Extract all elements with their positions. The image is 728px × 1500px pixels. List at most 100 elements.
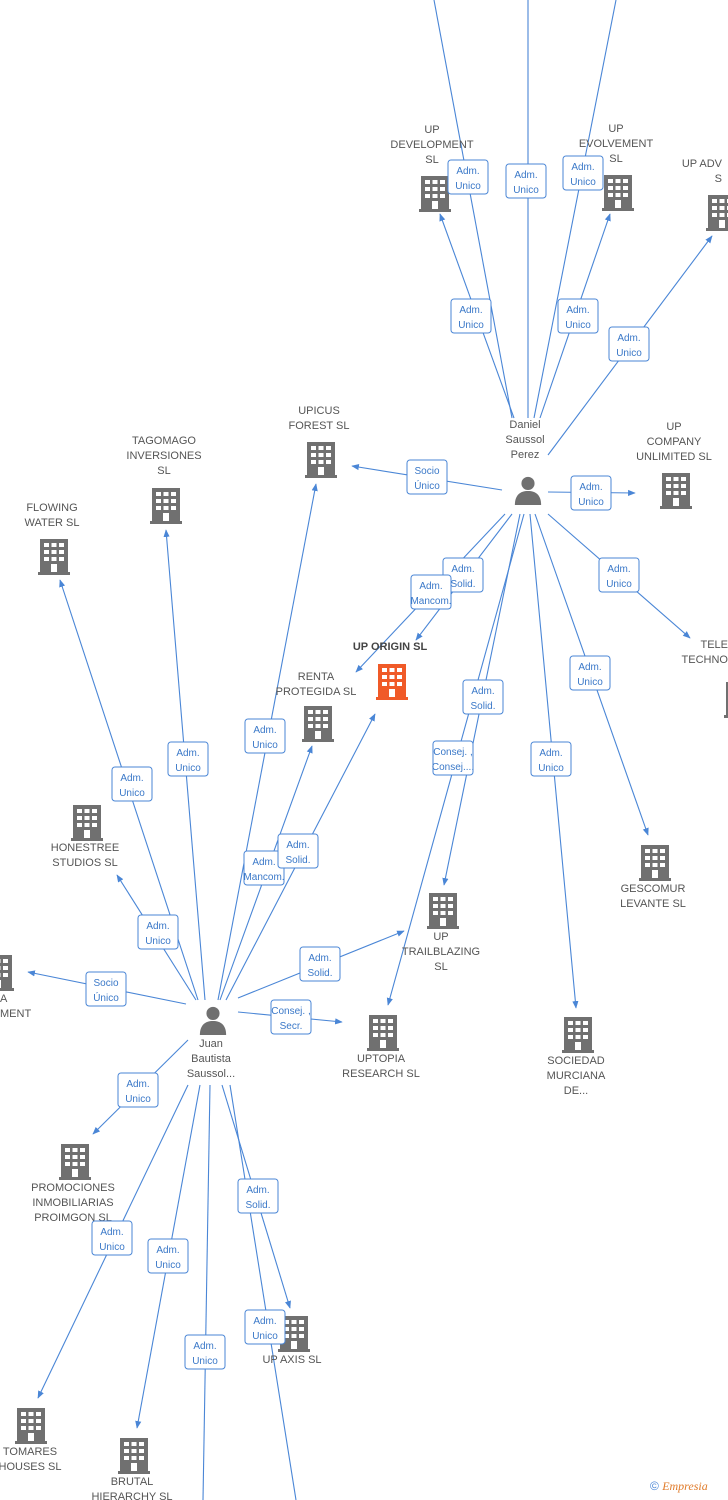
edge-label-juan-to-tagomago[interactable]: Adm.Unico xyxy=(167,741,209,777)
node-label: A xyxy=(0,993,8,1005)
edge-label-box xyxy=(569,655,611,691)
edge-daniel-to-off_top_3 xyxy=(533,0,617,419)
edge-label-daniel-to-uptopia[interactable]: Consej. ,Consej.... xyxy=(432,740,474,776)
edge-label-daniel-to-up_development[interactable]: Adm.Unico xyxy=(450,298,492,334)
edge-label-text: Mancom. xyxy=(243,872,284,883)
edge-label-text: Adm. xyxy=(156,1245,179,1256)
edge-label-daniel-to-up_adv[interactable]: Adm.Unico xyxy=(608,326,650,362)
edge-label-text: Unico xyxy=(513,185,539,196)
edge-label-daniel-to-up_trailblazing[interactable]: Adm.Solid. xyxy=(462,679,504,715)
edge-label-juan-to-promociones[interactable]: Adm.Unico xyxy=(117,1072,159,1108)
edge-label-text: Adm. xyxy=(146,921,169,932)
edge-label-text: Adm. xyxy=(471,686,494,697)
node-label: INVERSIONES xyxy=(126,450,201,462)
node-label: BRUTAL xyxy=(111,1476,154,1488)
building-icon xyxy=(302,706,334,742)
edge-label-text: Unico xyxy=(570,177,596,188)
edge-label-juan-to-up_axis[interactable]: Adm.Solid. xyxy=(237,1178,279,1214)
node-label: SL xyxy=(609,153,622,165)
edge-label-box xyxy=(505,163,547,199)
node-label: PROTEGIDA SL xyxy=(276,686,357,698)
person-icon xyxy=(199,1006,227,1035)
node-label: FOREST SL xyxy=(289,420,350,432)
edge-label-daniel-to-up_evolvement[interactable]: Adm.Unico xyxy=(557,298,599,334)
edge-label-juan-to-off_bottom_2[interactable]: Adm.Unico xyxy=(244,1309,286,1345)
edge-label-daniel-to-up_company_unlimited[interactable]: Adm.Unico xyxy=(570,475,612,511)
edge-label-text: Unico xyxy=(606,579,632,590)
edge-label-box xyxy=(450,298,492,334)
edge-label-text: Adm. xyxy=(459,305,482,316)
edge-label-text: Adm. xyxy=(193,1341,216,1352)
edge-label-juan-to-tomares[interactable]: Adm.Unico xyxy=(91,1220,133,1256)
edge-label-daniel-to-gescomur[interactable]: Adm.Unico xyxy=(569,655,611,691)
node-sociedad-murciana[interactable]: SOCIEDADMURCIANADE... xyxy=(547,1017,606,1097)
edge-label-box xyxy=(244,1309,286,1345)
edge-label-text: Adm. xyxy=(419,581,442,592)
edge-label-text: Adm. xyxy=(578,662,601,673)
edge-label-box xyxy=(447,159,489,195)
edge-label-juan-to-up_trailblazing[interactable]: Adm.Solid. xyxy=(299,946,341,982)
brand-logo[interactable]: Empresia xyxy=(662,1479,708,1493)
edge-label-juan-to-up_origin[interactable]: Adm.Solid. xyxy=(277,833,319,869)
building-icon xyxy=(0,955,14,991)
edge-label-text: Adm. xyxy=(571,162,594,173)
edge-label-juan-to-honestree[interactable]: Adm.Unico xyxy=(137,914,179,950)
edge-label-juan-to-flowing_water[interactable]: Adm.Unico xyxy=(111,766,153,802)
person-icon xyxy=(514,476,542,505)
node-label: FLOWING xyxy=(26,502,77,514)
node-a-ment[interactable]: A MENT xyxy=(0,955,31,1020)
edge-label-box xyxy=(244,718,286,754)
edge-label-daniel-to-sociedad_murciana[interactable]: Adm.Unico xyxy=(530,741,572,777)
edge-label-daniel-to-off_top_3[interactable]: Adm. Unico xyxy=(562,155,604,191)
node-label: MENT xyxy=(0,1008,31,1020)
nodes-layer: DanielSaussolPerezJuanBautistaSaussol...… xyxy=(0,123,728,1500)
node-juan[interactable]: JuanBautistaSaussol... xyxy=(187,1006,235,1080)
edge-label-daniel-to-off_top_1[interactable]: Adm.Unico xyxy=(447,159,489,195)
node-label: TRAILBLAZING xyxy=(402,946,480,958)
edge-label-text: Solid. xyxy=(450,579,475,590)
edges-layer xyxy=(27,0,713,1500)
edge-label-juan-to-uptopia[interactable]: Consej. ,Secr. xyxy=(270,999,312,1035)
building-icon xyxy=(419,176,451,212)
edge-label-daniel-to-off_top_2[interactable]: Adm.Unico xyxy=(505,163,547,199)
building-icon xyxy=(367,1015,399,1051)
node-label: INMOBILIARIAS xyxy=(32,1197,113,1209)
edge-label-box xyxy=(557,298,599,334)
node-up-origin[interactable]: UP ORIGIN SL xyxy=(353,641,428,700)
edge-label-box xyxy=(167,741,209,777)
edge-label-juan-to-off_bottom_1[interactable]: Adm.Unico xyxy=(184,1334,226,1370)
edge-label-juan-to-brutal[interactable]: Adm.Unico xyxy=(147,1238,189,1274)
copyright-symbol: © xyxy=(650,1479,659,1493)
node-label: SL xyxy=(157,465,170,477)
building-icon xyxy=(38,539,70,575)
edge-label-text: Adm. xyxy=(253,725,276,736)
edge-label-text: Adm. xyxy=(617,333,640,344)
edge-label-box xyxy=(137,914,179,950)
node-up-axis[interactable]: UP AXIS SL xyxy=(262,1316,322,1366)
building-icon xyxy=(305,442,337,478)
edge-label-juan-to-upicus_forest[interactable]: Adm.Unico xyxy=(244,718,286,754)
edge-label-text: Adm. xyxy=(308,953,331,964)
edge-label-text: Adm. xyxy=(252,857,275,868)
edge-label-daniel-to-up_origin[interactable]: Adm.Mancom. xyxy=(410,574,452,610)
edge-label-daniel-to-tele_techno[interactable]: Adm.Unico xyxy=(598,557,640,593)
